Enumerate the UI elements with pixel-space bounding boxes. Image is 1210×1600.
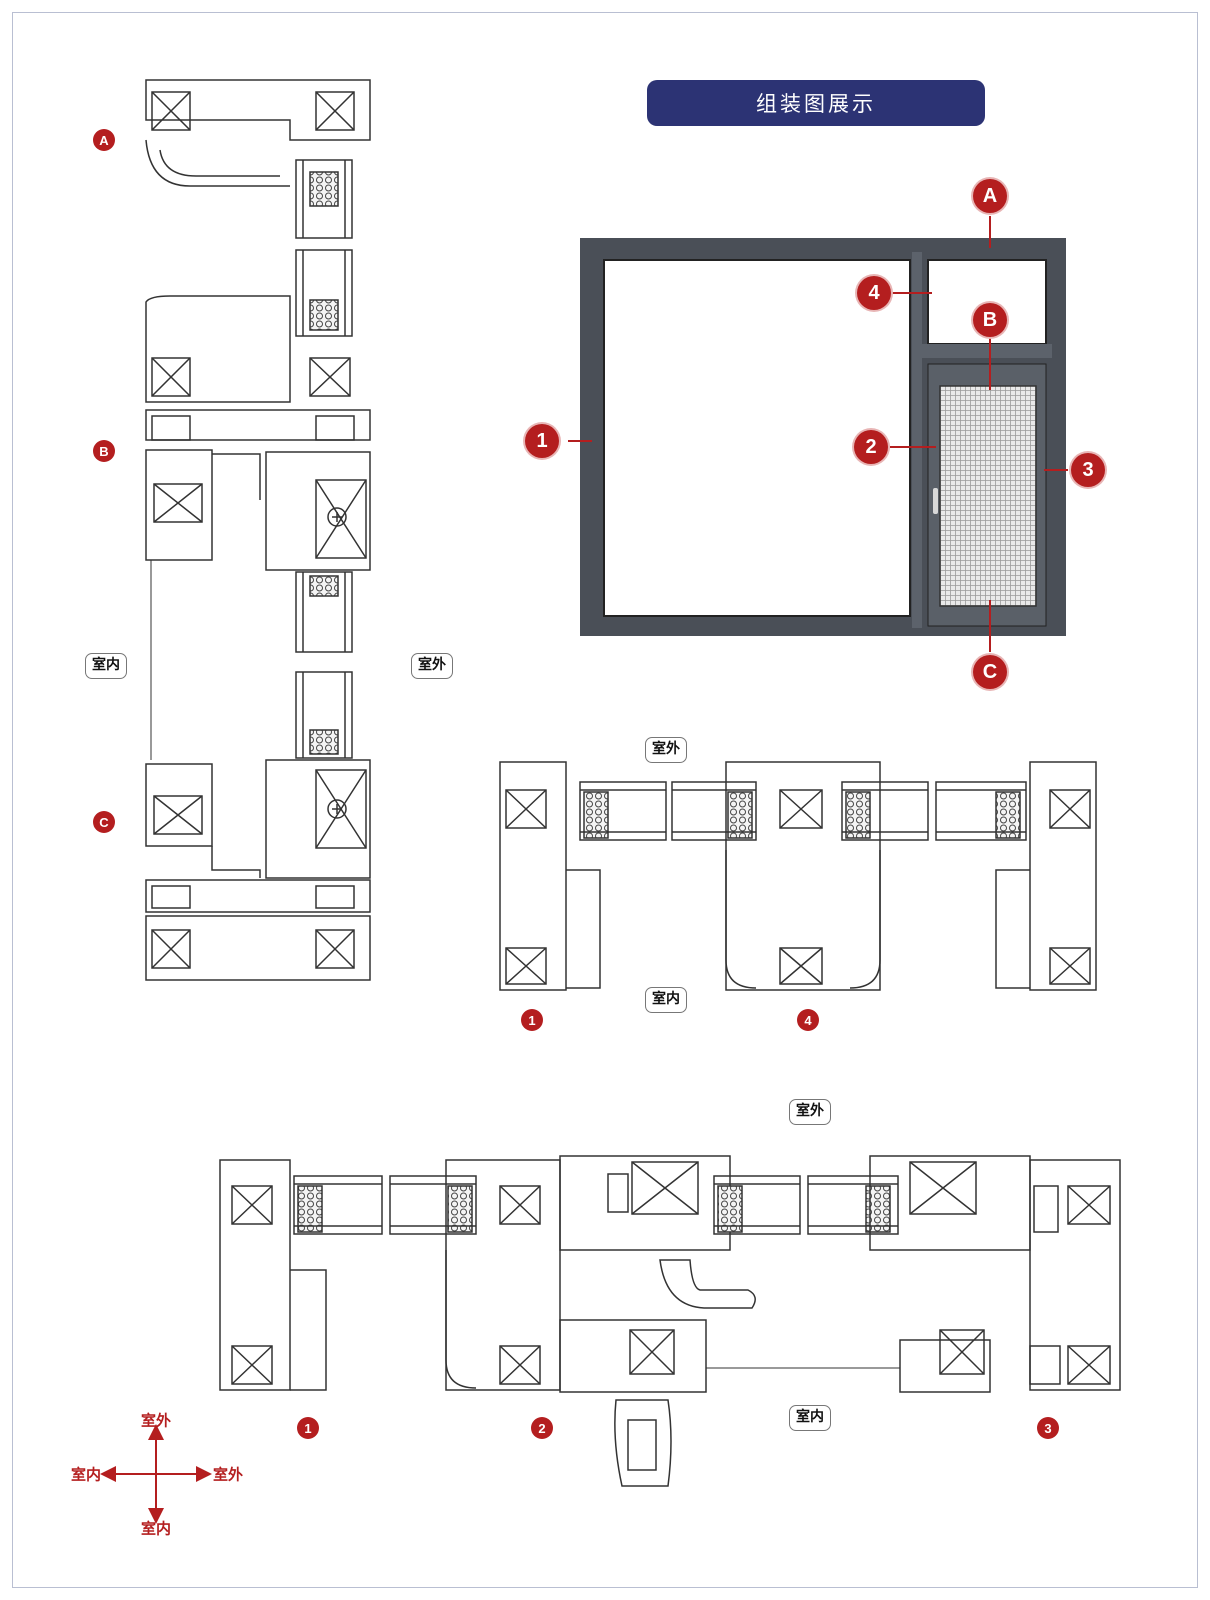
page-title: 组装图展示 — [647, 80, 985, 126]
badge-B: B — [973, 303, 1007, 337]
vsec-label-C: C — [93, 811, 115, 833]
handle-icon — [933, 488, 938, 514]
legend-left-label: 室内 — [70, 1465, 102, 1484]
hsec1-outdoor-tag: 室外 — [645, 737, 687, 763]
vsec-indoor-tag: 室内 — [85, 653, 127, 679]
hsec2-marker-1: 1 — [297, 1417, 319, 1439]
horizontal-section-1 — [499, 761, 1097, 991]
insect-screen — [939, 385, 1037, 607]
legend-down-label: 室内 — [140, 1519, 172, 1538]
horizontal-section-2 — [219, 1155, 1121, 1487]
legend-up-label: 室外 — [140, 1411, 172, 1430]
hsec2-outdoor-tag: 室外 — [789, 1099, 831, 1125]
vsec-label-A: A — [93, 129, 115, 151]
legend-right-label: 室外 — [212, 1465, 244, 1484]
badge-C: C — [973, 655, 1007, 689]
badge-4: 4 — [857, 276, 891, 310]
badge-1: 1 — [525, 424, 559, 458]
hsec1-marker-1: 1 — [521, 1009, 543, 1031]
vsec-outdoor-tag: 室外 — [411, 653, 453, 679]
vsec-label-B: B — [93, 440, 115, 462]
hsec2-marker-2: 2 — [531, 1417, 553, 1439]
page-border — [12, 12, 1198, 1588]
hsec2-indoor-tag: 室内 — [789, 1405, 831, 1431]
badge-3: 3 — [1071, 453, 1105, 487]
window-elevation — [568, 216, 1068, 652]
badge-2: 2 — [854, 430, 888, 464]
hsec2-marker-3: 3 — [1037, 1417, 1059, 1439]
hsec1-indoor-tag: 室内 — [645, 987, 687, 1013]
mullion — [912, 252, 922, 628]
vertical-section — [145, 79, 371, 981]
direction-legend — [100, 1424, 212, 1524]
hsec1-marker-4: 4 — [797, 1009, 819, 1031]
badge-A: A — [973, 179, 1007, 213]
transom-bar — [922, 344, 1052, 358]
